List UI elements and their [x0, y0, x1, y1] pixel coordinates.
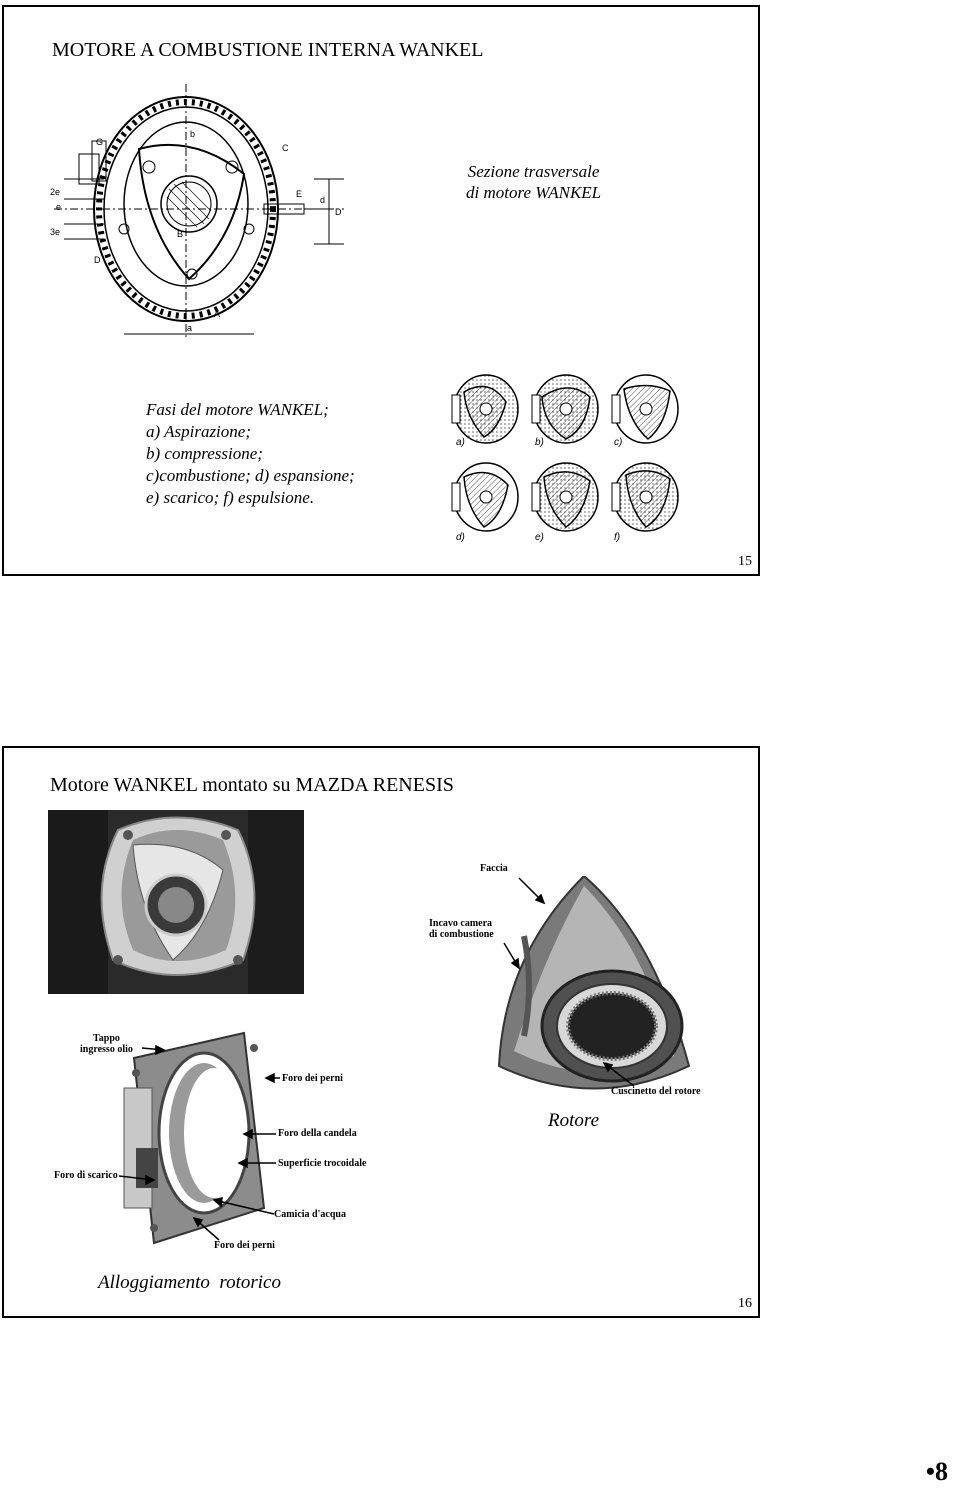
phases-description: Fasi del motore WANKEL; a) Aspirazione; …: [146, 400, 355, 507]
phases-diagram: [451, 374, 679, 532]
drawing-letter-d: d: [320, 195, 325, 205]
phase-f-diagram: [611, 462, 679, 532]
drawing-letter-b: b: [190, 129, 195, 139]
label-foro-scarico: Foro di scarico: [54, 1170, 118, 1181]
document-page-number: •8: [925, 1457, 948, 1486]
slide-page-number: 16: [738, 1296, 752, 1311]
drawing-letter-E: E: [296, 189, 302, 199]
phase-label-b: b): [535, 437, 544, 448]
label-foro-perni-1: Foro dei perni: [282, 1073, 343, 1084]
drawing-letter-D2: D: [94, 255, 101, 265]
engine-photo: [48, 810, 304, 994]
label-camicia: Camicia d'acqua: [274, 1209, 346, 1220]
slide-16: Motore WANKEL montato su MAZDA RENESIS F…: [2, 746, 760, 1318]
housing-arrows: [118, 1044, 280, 1241]
label-foro-candela: Foro della candela: [278, 1128, 357, 1139]
label-superficie: Superficie trocoidale: [278, 1158, 367, 1169]
phase-label-d: d): [456, 532, 465, 543]
phase-label-a: a): [456, 437, 465, 448]
phase-d-diagram: [451, 462, 519, 532]
label-tappo: Tappo ingresso olio: [80, 1033, 133, 1055]
phase-e-diagram: [531, 462, 599, 532]
drawing-letter-C: C: [282, 143, 289, 153]
wankel-section-drawing: G b C 2e e 3e E d D B D A a: [50, 84, 344, 339]
phase-label-f: f): [614, 532, 621, 543]
phase-label-e: e): [535, 532, 544, 543]
drawing-letter-a: a: [187, 323, 192, 333]
rotor-caption: Rotore: [548, 1110, 600, 1131]
drawing-letter-e: e: [56, 202, 61, 212]
phase-c-diagram: [611, 374, 679, 444]
slide-15: MOTORE A COMBUSTIONE INTERNA WANKEL: [2, 5, 760, 576]
housing-caption: Alloggiamento rotorico: [98, 1272, 281, 1293]
drawing-letter-D: D: [335, 207, 342, 217]
drawing-letter-A: A: [214, 309, 220, 319]
drawing-letter-B: B: [177, 229, 183, 239]
section-caption: Sezione trasversale di motore WANKEL: [466, 162, 602, 202]
rotor-arrows: [503, 877, 635, 1087]
label-foro-perni-2: Foro dei perni: [214, 1240, 275, 1251]
slide-title: Motore WANKEL montato su MAZDA RENESIS: [50, 774, 454, 796]
drawing-letter-2e: 2e: [50, 187, 60, 197]
phase-b-diagram: [531, 374, 599, 444]
phase-a-diagram: [451, 374, 519, 444]
housing-photo: [123, 1031, 266, 1245]
label-cuscinetto: Cuscinetto del rotore: [611, 1086, 701, 1097]
label-faccia: Faccia: [480, 863, 508, 874]
slide-page-number: 15: [738, 554, 752, 569]
phase-label-c: c): [614, 437, 623, 448]
label-incavo: Incavo camera di combustione: [429, 918, 494, 940]
drawing-letter-3e: 3e: [50, 227, 60, 237]
rotor-photo: [497, 876, 691, 1090]
slide-title: MOTORE A COMBUSTIONE INTERNA WANKEL: [52, 39, 484, 61]
drawing-letter-G: G: [96, 137, 103, 147]
